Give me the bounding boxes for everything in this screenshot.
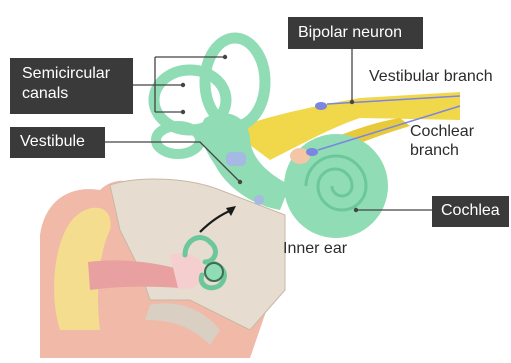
saccule [254,195,264,205]
label-vestibular-branch-text: Vestibular branch [369,68,493,85]
label-cochlear-branch-line2: branch [410,141,474,160]
label-bipolar-neuron-text: Bipolar neuron [298,24,402,41]
label-vestibule-text: Vestibule [20,133,85,150]
ear-cross-section [40,179,285,358]
vestibular-neuron-body [315,102,327,110]
label-inner-ear: Inner ear [283,239,347,258]
lateral-canal [156,126,200,154]
point-vestibule [238,180,242,184]
label-cochlear-branch-line1: Cochlear [410,122,474,141]
utricle [226,152,246,166]
point-canal-1 [223,55,227,59]
label-bipolar-neuron: Bipolar neuron [288,17,423,49]
label-cochlea-text: Cochlea [441,202,500,219]
label-inner-ear-text: Inner ear [283,240,347,257]
label-semicircular-canals-line1: Semicircular [22,64,121,84]
cochlear-neuron-body [306,148,318,156]
label-vestibular-branch: Vestibular branch [369,67,493,86]
label-cochlea: Cochlea [432,196,509,227]
point-canal-3 [181,110,185,114]
point-neuron [350,100,354,104]
mini-cochlea [205,263,223,281]
point-canal-2 [181,83,185,87]
label-semicircular-canals-line2: canals [22,84,121,104]
point-cochlea [354,208,358,212]
label-semicircular-canals: Semicircular canals [10,58,133,114]
label-cochlear-branch: Cochlear branch [410,122,474,160]
label-vestibule: Vestibule [10,127,105,158]
